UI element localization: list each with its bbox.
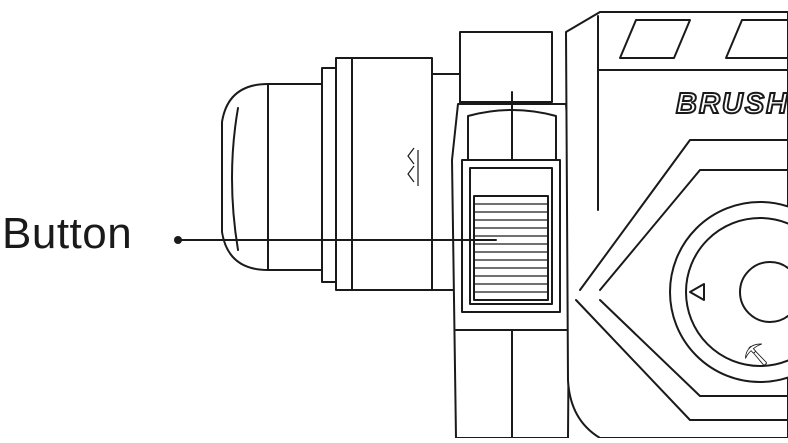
svg-text:⛏: ⛏	[742, 343, 770, 368]
callout-label-button: Button	[2, 209, 133, 258]
chuck	[221, 57, 433, 291]
ribbed-button	[473, 195, 549, 301]
callout-leader	[174, 236, 497, 244]
brand-logo-text: BRUSH	[675, 87, 788, 121]
main-housing: ⛏	[565, 11, 788, 439]
